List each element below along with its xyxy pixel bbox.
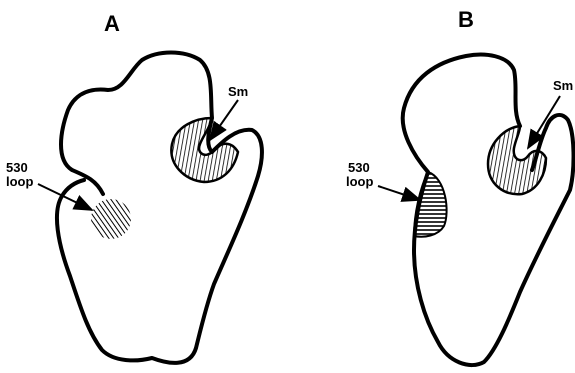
panel-b-loop-label-line2: loop [346, 174, 373, 189]
panel-b-sm-region [488, 126, 546, 194]
panel-a: A Sm 530 loop [6, 11, 262, 363]
panel-b: B Sm 530 loop [346, 7, 574, 365]
panel-a-letter: A [104, 11, 120, 36]
panel-b-530-loop-region [414, 172, 447, 237]
panel-b-sm-arrow [528, 96, 560, 148]
panel-b-sm-label: Sm [553, 78, 573, 93]
panel-b-loop-label-line1: 530 [348, 160, 370, 175]
panel-a-sm-region [171, 118, 238, 182]
panel-a-loop-arrow [38, 184, 92, 210]
panel-b-loop-arrow [378, 186, 420, 200]
panel-b-letter: B [458, 7, 474, 32]
panel-a-530-loop-region [91, 199, 131, 239]
panel-a-loop-label-line1: 530 [6, 160, 28, 175]
panel-a-sm-label: Sm [228, 84, 248, 99]
panel-a-loop-label-line2: loop [6, 174, 33, 189]
